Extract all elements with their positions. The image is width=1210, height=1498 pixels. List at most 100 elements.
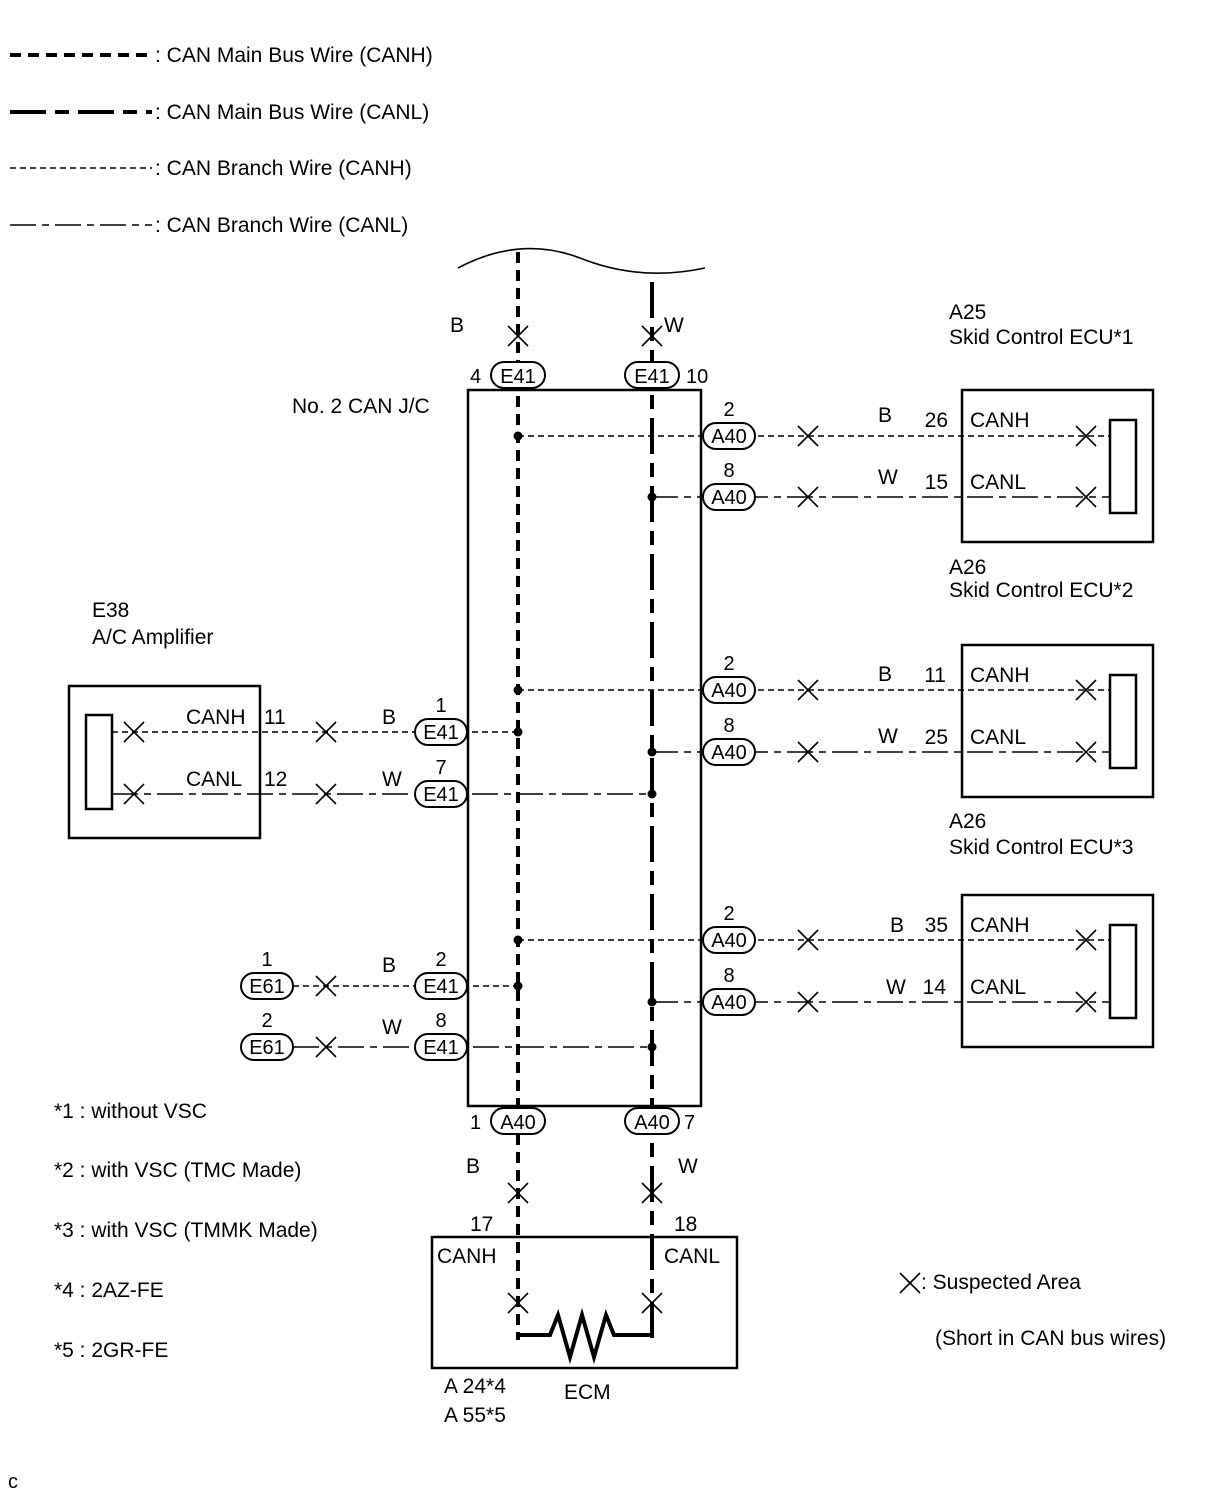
suspected-area-key: : Suspected Area (Short in CAN bus wires…	[899, 1271, 1166, 1350]
connector-e41-top-canl-label: E41	[634, 366, 670, 388]
ac-amp-canl-label: CANL	[186, 768, 242, 791]
footnote-2: *2 : with VSC (TMC Made)	[54, 1159, 301, 1182]
can-junction-box	[466, 388, 703, 1108]
ac-amp-canh-pin: 11	[264, 706, 286, 729]
ecu2-box	[960, 643, 1155, 799]
ecu1-box	[960, 388, 1155, 544]
connector-e41-top-canh-label: E41	[500, 366, 536, 388]
connector-a40-ecu3-canh-outline	[702, 926, 756, 954]
connector-e41-top-canl-outline	[624, 361, 680, 389]
ecu3-jc-canh-pin: 2	[723, 903, 734, 925]
connector-a40-ecu1-canh-label: A40	[711, 426, 747, 448]
top-canh-wire-color: B	[450, 314, 464, 337]
splice-ecu3-canh	[513, 935, 523, 945]
ecm-canh-pin: 17	[470, 1213, 493, 1236]
ecu1-canl-wire-color: W	[878, 466, 898, 489]
ac-amplifier: E38 A/C Amplifier CANH CANL 11 12 B W	[67, 599, 402, 840]
footnotes: *1 : without VSC *2 : with VSC (TMC Made…	[54, 1100, 318, 1362]
ecu3-canl-label: CANL	[970, 976, 1026, 999]
ecu2-name: Skid Control ECU*2	[949, 579, 1133, 602]
bottom-canh-wire-color: B	[466, 1155, 480, 1178]
e61-canl-wire-color: W	[382, 1016, 402, 1039]
connector-e61-canl: E61	[240, 1033, 294, 1061]
ecu3-canh-pin: 35	[925, 914, 948, 937]
ac-amp-canh-label: CANH	[186, 706, 246, 729]
ecu1-canh-wire-color: B	[878, 404, 892, 427]
footnote-5: *5 : 2GR-FE	[54, 1339, 168, 1362]
connector-e41-e61-canl-label: E41	[423, 1037, 459, 1059]
legend: : CAN Main Bus Wire (CANH) : CAN Main Bu…	[10, 44, 433, 237]
connector-e41-e61-canh: E41	[414, 972, 468, 1000]
connector-e41-ac-amp-canl-outline	[414, 780, 468, 808]
e61-canh-pin: 1	[261, 949, 272, 971]
connector-a40-ecu3-canl-label: A40	[711, 992, 747, 1014]
connector-a40-bottom-canl: A40	[624, 1107, 680, 1135]
suspected-mark-ac-amp-canl-wire	[315, 783, 337, 805]
ac-amp-name: A/C Amplifier	[92, 626, 213, 649]
connector-a40-bottom-canl-label: A40	[634, 1112, 670, 1134]
ac-amp-jc-canl-pin: 7	[435, 757, 446, 779]
legend-main-canl-label: : CAN Main Bus Wire (CANL)	[155, 101, 429, 124]
ecm-terminating-resistor	[518, 1307, 652, 1365]
splice-e61-canl	[647, 1042, 657, 1052]
connector-a40-bottom-canl-outline	[624, 1107, 680, 1135]
footnote-3: *3 : with VSC (TMMK Made)	[54, 1219, 318, 1242]
connector-a40-bottom-canh-label: A40	[500, 1112, 536, 1134]
ecu1-terminal	[1108, 418, 1138, 515]
splice-ecu2-canh	[513, 685, 523, 695]
footnote-4: *4 : 2AZ-FE	[54, 1279, 164, 1302]
ecu1-canl-pin: 15	[925, 471, 948, 494]
ac-amp-box	[67, 684, 262, 840]
suspected-area-key-icon	[899, 1272, 921, 1294]
ecu1-canh-pin: 26	[925, 409, 948, 432]
connector-a40-ecu1-canh: A40	[702, 422, 756, 450]
ecm-name: ECM	[564, 1381, 611, 1404]
ecu2-jc-canh-pin: 2	[723, 653, 734, 675]
ecu3-name: Skid Control ECU*3	[949, 836, 1133, 859]
legend-main-canh: : CAN Main Bus Wire (CANH)	[10, 44, 433, 67]
ecm-code-2az: A 24*4	[444, 1375, 506, 1398]
ecu2-terminal	[1108, 673, 1138, 770]
e61-canl-pin: 2	[261, 1010, 272, 1032]
connector-e41-ac-amp-canh-label: E41	[423, 722, 459, 744]
connector-e41-ac-amp-canh: E41	[414, 718, 468, 746]
ecu2-canh-label: CANH	[970, 664, 1030, 687]
ecu3-jc-canl-pin: 8	[723, 965, 734, 987]
e61-jc-canh-pin: 2	[435, 949, 446, 971]
top-canl-wire-color: W	[664, 314, 684, 337]
connector-a40-ecu2-canh-label: A40	[711, 680, 747, 702]
connector-e61-canh-label: E61	[249, 976, 285, 998]
ecu2-canl-pin: 25	[925, 726, 948, 749]
splice-ecu1-canh	[513, 431, 523, 441]
connector-e41-e61-canl: E41	[414, 1033, 468, 1061]
ac-amp-terminal	[84, 713, 114, 811]
connector-a40-ecu3-canh: A40	[702, 926, 756, 954]
ac-amp-canl-pin: 12	[264, 768, 287, 791]
splice-ecu1-canl	[647, 492, 657, 502]
splice-e61-canh	[513, 981, 523, 991]
splice-ac-amp-canh	[513, 727, 523, 737]
connector-a40-ecu2-canl-label: A40	[711, 742, 747, 764]
connector-a40-bottom-canh-outline	[490, 1107, 546, 1135]
skid-control-ecu-2: A26 Skid Control ECU*2 CANH CANL 11 25 B…	[878, 556, 1155, 799]
connector-e61-canh-outline	[240, 972, 294, 1000]
wire-break-curve	[457, 247, 706, 274]
ac-amp-canh-wire-color: B	[382, 706, 396, 729]
ecu2-canh-pin: 11	[924, 664, 946, 687]
ecu3-code: A26	[949, 810, 986, 833]
ecm: CANH CANL 17 18 A 24*4 A 55*5 ECM	[430, 1213, 739, 1427]
legend-branch-canl-label: : CAN Branch Wire (CANL)	[155, 214, 408, 237]
top-canh-pin: 4	[470, 366, 481, 388]
ecu1-canl-label: CANL	[970, 471, 1026, 494]
footnote-1: *1 : without VSC	[54, 1100, 207, 1123]
ecu3-canh-label: CANH	[970, 914, 1030, 937]
connector-a40-ecu1-canl-outline	[702, 483, 756, 511]
connector-e41-top-canh-outline	[490, 361, 546, 389]
legend-branch-canh: : CAN Branch Wire (CANH)	[10, 157, 412, 180]
ecm-canh-label: CANH	[437, 1245, 497, 1268]
splice-ac-amp-canl	[647, 789, 657, 799]
bottom-canl-wire-color: W	[678, 1155, 698, 1178]
legend-main-canh-label: : CAN Main Bus Wire (CANH)	[155, 44, 433, 67]
ecm-box	[430, 1235, 739, 1370]
ecu3-canl-wire-color: W	[886, 976, 906, 999]
